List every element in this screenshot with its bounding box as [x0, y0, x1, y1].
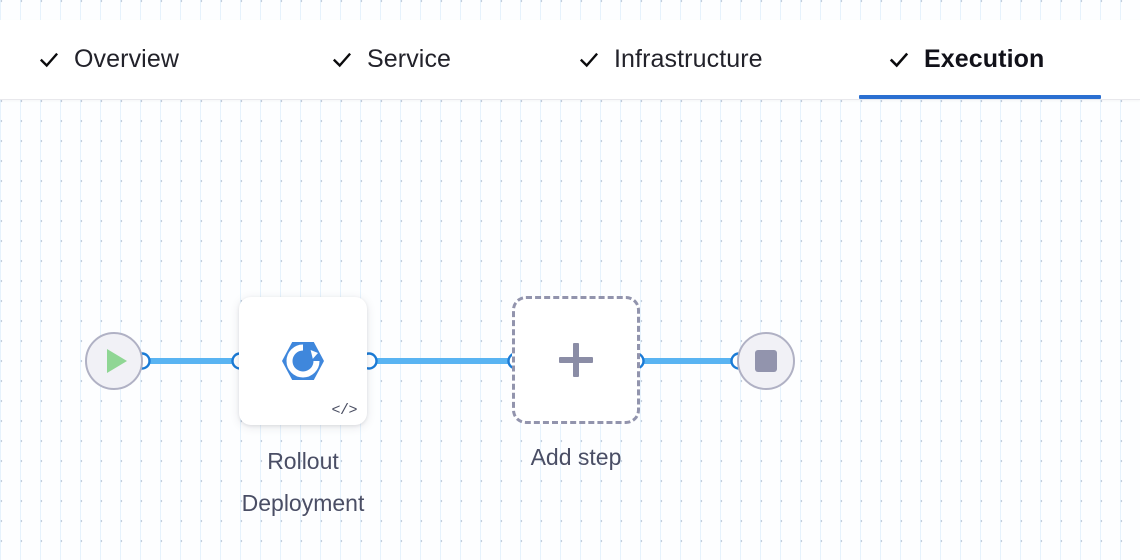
pipeline-start-node[interactable] [85, 332, 143, 390]
check-icon [578, 49, 600, 71]
pipeline-end-node[interactable] [737, 332, 795, 390]
end-node-circle[interactable] [737, 332, 795, 390]
check-icon [38, 49, 60, 71]
stop-icon [755, 350, 777, 372]
play-icon [107, 349, 127, 373]
add-step-label: Add step [530, 444, 622, 470]
check-icon [331, 49, 353, 71]
rollout-deployment-label: Rollout Deployment [241, 448, 365, 516]
step-node-rollout-deployment[interactable]: </> Rollout Deployment [239, 297, 367, 516]
pipeline-stage-tabbar: Overview Service Infrastructure [0, 20, 1140, 100]
add-step-card[interactable] [512, 296, 640, 424]
tab-execution[interactable]: Execution [874, 20, 1058, 99]
tab-infrastructure-label: Infrastructure [614, 45, 763, 73]
start-node-circle[interactable] [85, 332, 143, 390]
tab-service-label: Service [367, 45, 452, 73]
plus-icon [559, 343, 593, 377]
active-tab-indicator [859, 95, 1101, 99]
tab-service[interactable]: Service [317, 20, 465, 99]
rollout-deployment-icon [279, 337, 327, 385]
tab-execution-label: Execution [924, 45, 1045, 73]
tab-infrastructure[interactable]: Infrastructure [564, 20, 777, 99]
code-badge-icon: </> [331, 402, 357, 419]
execution-pipeline-canvas[interactable]: </> Rollout Deployment Add step [0, 99, 1140, 560]
tab-overview-label: Overview [74, 45, 179, 73]
add-step-node[interactable]: Add step [512, 296, 640, 470]
check-icon [888, 49, 910, 71]
tab-overview[interactable]: Overview [24, 20, 193, 99]
rollout-deployment-card[interactable]: </> [239, 297, 367, 425]
